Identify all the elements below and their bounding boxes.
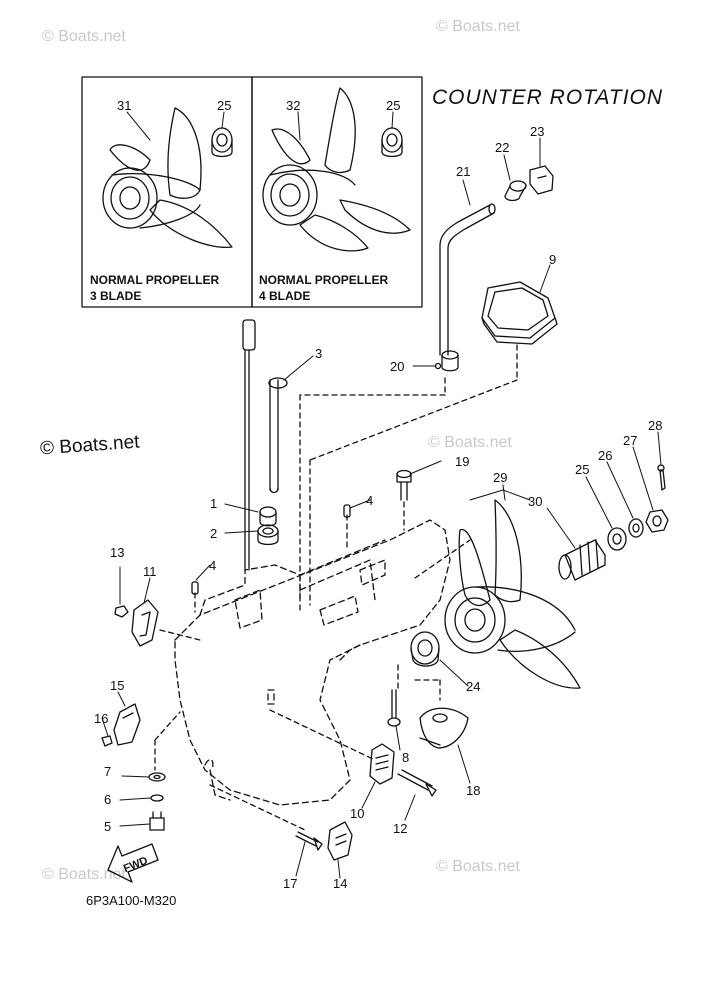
callout-14: 14 [333,876,347,891]
bolt-12-icon [397,769,437,797]
callout-17: 17 [283,876,297,891]
callout-25: 25 [575,462,589,477]
callout-15: 15 [110,678,124,693]
hose-21-icon [439,203,496,356]
leader-lines [154,344,518,831]
callout-29: 29 [493,470,507,485]
anode-15-icon [113,703,141,746]
callout-leaders [101,111,662,879]
diagram-title: COUNTER ROTATION [432,86,664,109]
callout-30: 30 [528,494,542,509]
bolt-19-icon [396,469,412,501]
callout-25-inset2: 25 [386,98,400,113]
cover-10-icon [369,743,395,785]
callout-32: 32 [286,98,300,113]
callout-9: 9 [549,252,556,267]
callout-31: 31 [117,98,131,113]
callout-16: 16 [94,711,108,726]
bolt-5-icon [149,811,165,831]
nut-13-icon [114,605,129,618]
spacer-25-inset-icon [211,127,233,158]
nut-27-icon [645,509,669,533]
dowel-4a-icon [343,504,351,518]
diagram-code: 6P3A100-M320 [86,893,177,908]
propeller-4-blade-icon [262,87,411,252]
callout-10: 10 [350,806,364,821]
hub-30-icon [558,539,606,581]
callout-1: 1 [210,496,217,511]
cover-14-icon [327,821,353,861]
drive-shaft-icon [242,319,256,571]
clip-23-icon [529,165,554,195]
callout-2: 2 [210,526,217,541]
callout-28: 28 [648,418,662,433]
callout-3: 3 [315,346,322,361]
bolt-17-icon [295,831,323,851]
callout-12: 12 [393,821,407,836]
spacer-22-icon [504,180,527,202]
lockwasher-6-icon [150,794,164,802]
propeller-29-icon [444,499,581,689]
callout-6: 6 [104,792,111,807]
callout-25-inset1: 25 [217,98,231,113]
washer-7-icon [148,772,166,782]
callout-8: 8 [402,750,409,765]
cotter-pin-28-icon [657,464,666,491]
seal-2-icon [257,524,279,546]
callout-11: 11 [143,564,157,579]
water-tube-icon [268,377,288,494]
nut-16-icon [101,735,113,747]
callout-27: 27 [623,433,637,448]
callout-4a: 4 [366,493,373,508]
watermark-bottom-right: © Boats.net [436,858,520,875]
callout-24: 24 [466,679,480,694]
grommet-1-icon [259,506,277,527]
watermark-top-left: © Boats.net [42,28,126,45]
callout-5: 5 [104,819,111,834]
bolt-8-icon [387,689,401,727]
dowel-4b-icon [191,581,199,595]
spacer-25-icon [607,527,627,551]
watermark-mid-right: © Boats.net [428,434,512,451]
callout-18: 18 [466,783,480,798]
callout-20: 20 [390,359,404,374]
fwd-label: FWD [122,855,150,876]
callout-21: 21 [456,164,470,179]
callout-19: 19 [455,454,469,469]
trim-tab-18-icon [419,707,469,749]
spacer-25-inset2-icon [381,127,403,158]
inset-box-4-blade [251,76,423,308]
bracket-11-icon [131,599,159,647]
propeller-3-blade-icon [102,107,233,249]
watermark-top-right: © Boats.net [436,18,520,35]
gasket-9-icon [481,281,558,345]
spacer-24-icon [410,631,440,667]
callout-13: 13 [110,545,124,560]
callout-4b: 4 [209,558,216,573]
callout-26: 26 [598,448,612,463]
callout-7: 7 [104,764,111,779]
washer-26-icon [628,518,644,538]
fwd-arrow-icon [107,843,159,883]
callout-23: 23 [530,124,544,139]
callout-22: 22 [495,140,509,155]
grommet-20-icon [434,350,459,372]
